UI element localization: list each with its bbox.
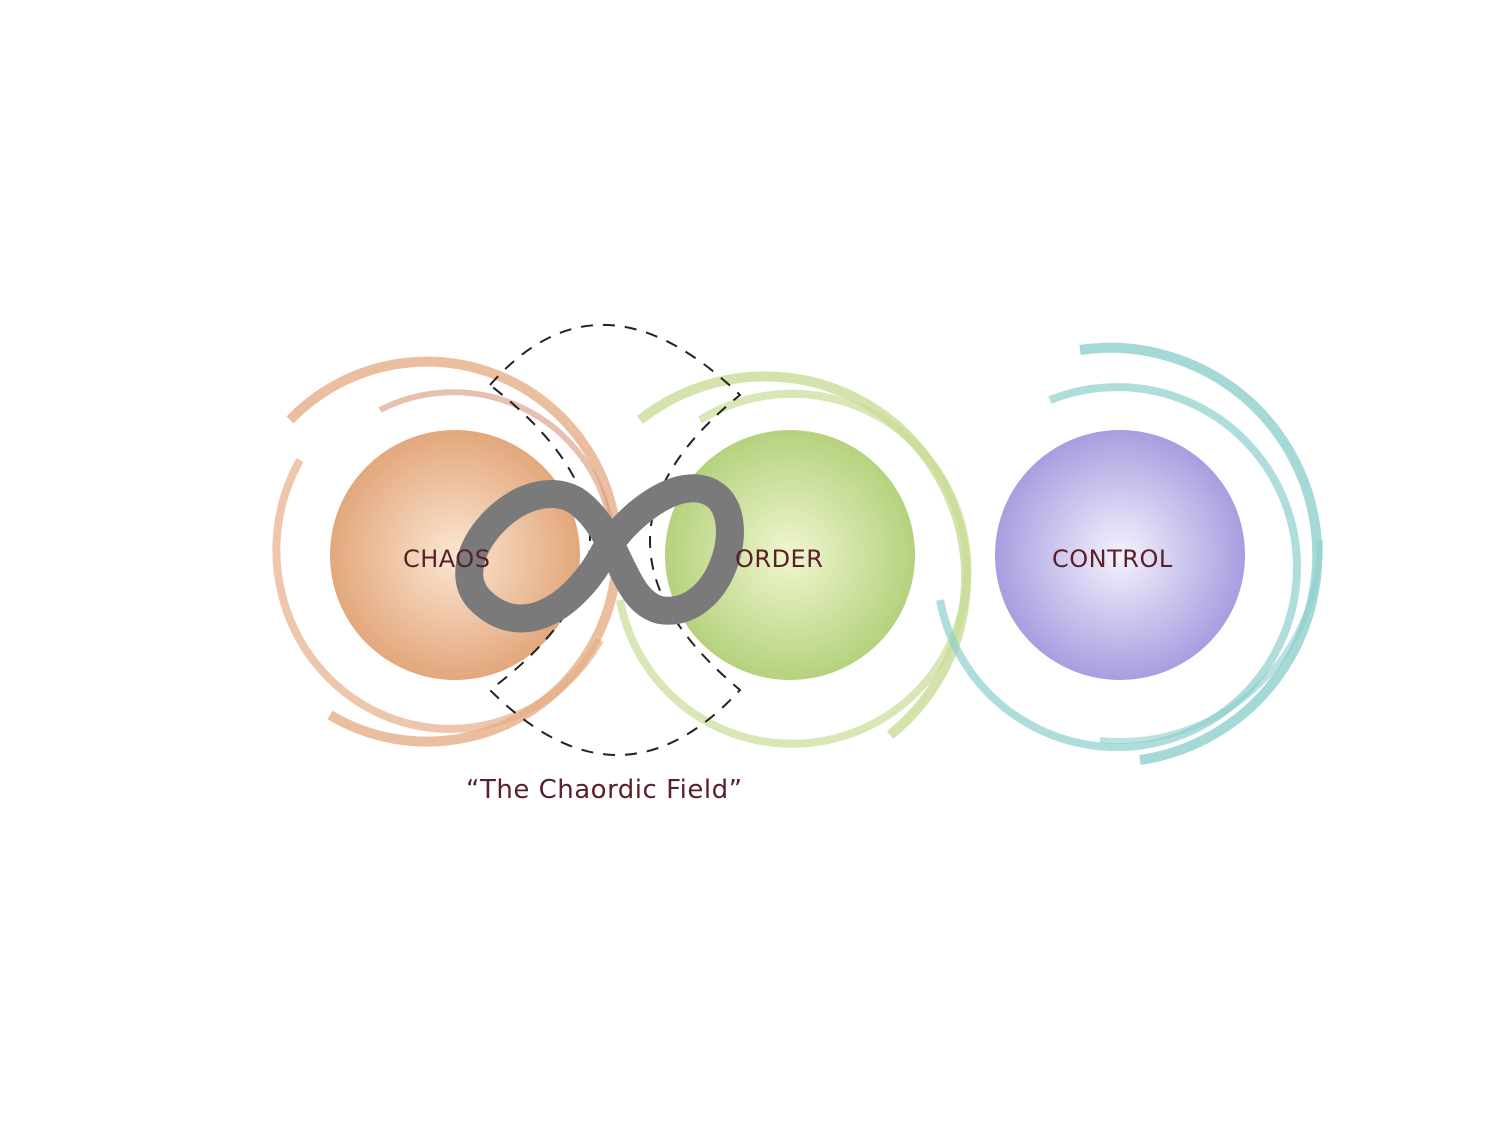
chaos-label: CHAOS <box>403 545 491 573</box>
control-label: CONTROL <box>1052 545 1173 573</box>
infinity-icon <box>455 474 744 633</box>
chaordic-field-label: “The Chaordic Field” <box>466 775 743 805</box>
order-label: ORDER <box>735 545 824 573</box>
control-circle <box>936 342 1324 765</box>
